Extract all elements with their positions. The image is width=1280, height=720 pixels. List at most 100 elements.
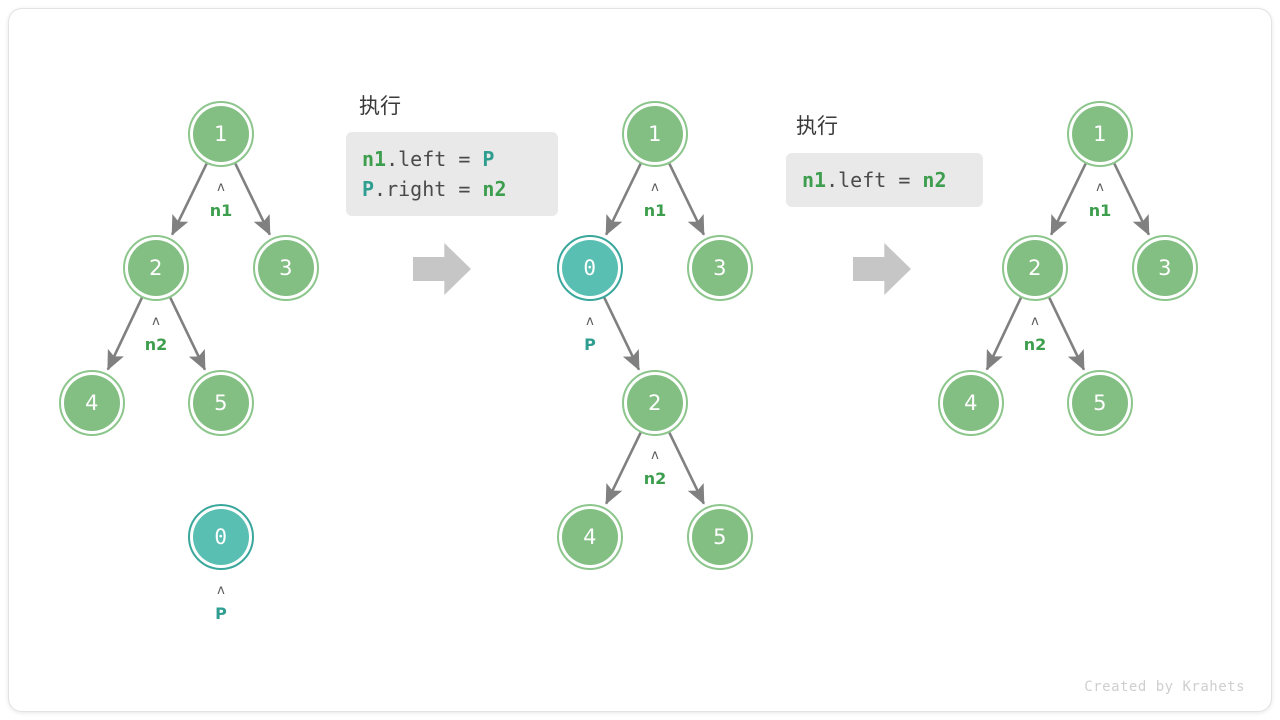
- code-token: n1: [362, 147, 387, 171]
- code-line: n1.left = P: [362, 144, 542, 174]
- transition-arrow-2: [853, 243, 911, 295]
- pointer-caret-icon: ʌ: [1096, 180, 1104, 195]
- node-ring: [622, 370, 688, 436]
- edges-layer: [106, 162, 1151, 505]
- tree-edge: [604, 431, 643, 505]
- node-ring: [938, 370, 1004, 436]
- n-1-lr: 5: [188, 370, 254, 436]
- node-disc: [1072, 375, 1128, 431]
- node-disc: [562, 509, 618, 565]
- pointer-caret-icon: ʌ: [217, 583, 225, 598]
- n-1-r: 3: [253, 235, 319, 301]
- node-disc: [193, 375, 249, 431]
- node-ring: [557, 504, 623, 570]
- node-disc: [1007, 240, 1063, 296]
- code-token: .left =: [386, 147, 483, 171]
- node-value: 5: [713, 524, 727, 549]
- n-1-loose: 0: [188, 504, 254, 570]
- code-token: P: [482, 147, 495, 171]
- pointer-label-n2: n2: [643, 469, 667, 488]
- node-ring: [687, 504, 753, 570]
- node-value: 5: [214, 390, 228, 415]
- code-token: n2: [482, 177, 507, 201]
- pointer-caret-icon: ʌ: [1031, 314, 1039, 329]
- node-ring: [1067, 370, 1133, 436]
- node-ring: [557, 235, 623, 301]
- n-1-l: 2: [123, 235, 189, 301]
- step-caption: 执行: [796, 114, 838, 138]
- pointer-caret-icon: ʌ: [586, 314, 594, 329]
- n-2-lr: 2: [622, 370, 688, 436]
- tree-edge: [985, 296, 1023, 371]
- node-ring: [1067, 101, 1133, 167]
- node-ring: [59, 370, 125, 436]
- node-value: 3: [279, 255, 293, 280]
- n-3-root: 1: [1067, 101, 1133, 167]
- tree-edge: [1047, 296, 1086, 371]
- n-3-lr: 5: [1067, 370, 1133, 436]
- node-value: 1: [648, 121, 662, 146]
- tree-edge: [1049, 162, 1088, 236]
- pointer-caret-icon: ʌ: [152, 314, 160, 329]
- node-value: 2: [648, 390, 662, 415]
- tree-edge: [106, 296, 144, 371]
- node-value: 5: [1093, 390, 1107, 415]
- node-value: 4: [583, 524, 597, 549]
- pointer-label-n2: n2: [144, 335, 168, 354]
- n-2-r: 3: [687, 235, 753, 301]
- node-disc: [627, 375, 683, 431]
- node-disc: [1072, 106, 1128, 162]
- n-2-lrl: 4: [557, 504, 623, 570]
- credit-text: Created by Krahets: [1084, 679, 1245, 695]
- node-ring: [1002, 235, 1068, 301]
- node-disc: [128, 240, 184, 296]
- tree-edge: [1112, 162, 1151, 236]
- node-disc: [627, 106, 683, 162]
- code-line: n1.left = n2: [802, 165, 967, 195]
- n-2-root: 1: [622, 101, 688, 167]
- pointer-label-n2: n2: [1023, 335, 1047, 354]
- node-disc: [1137, 240, 1193, 296]
- n-3-l: 2: [1002, 235, 1068, 301]
- code-token: P: [362, 177, 375, 201]
- node-ring: [188, 504, 254, 570]
- node-ring: [1132, 235, 1198, 301]
- tree-edge: [604, 162, 643, 236]
- node-disc: [943, 375, 999, 431]
- node-value: 1: [214, 121, 228, 146]
- tree-edge: [233, 162, 272, 236]
- tree-edge: [667, 431, 706, 505]
- pointer-caret-icon: ʌ: [651, 180, 659, 195]
- node-disc: [562, 240, 618, 296]
- node-value: 4: [85, 390, 99, 415]
- node-disc: [692, 240, 748, 296]
- code-token: .right =: [374, 177, 483, 201]
- pointer-label-n1: n1: [209, 201, 233, 220]
- tree-edge: [168, 296, 207, 371]
- node-ring: [123, 235, 189, 301]
- pointer-caret-icon: ʌ: [651, 448, 659, 463]
- node-value: 0: [214, 524, 228, 549]
- n-1-root: 1: [188, 101, 254, 167]
- pointer-label-p: P: [584, 335, 596, 354]
- code-token: n1: [802, 168, 827, 192]
- node-disc: [64, 375, 120, 431]
- tree-edge: [602, 296, 641, 371]
- node-ring: [622, 101, 688, 167]
- node-ring: [253, 235, 319, 301]
- node-value: 3: [713, 255, 727, 280]
- pointer-label-n1: n1: [643, 201, 667, 220]
- n-2-lrr: 5: [687, 504, 753, 570]
- node-ring: [188, 370, 254, 436]
- node-value: 0: [583, 255, 597, 280]
- node-value: 2: [1028, 255, 1042, 280]
- n-3-ll: 4: [938, 370, 1004, 436]
- node-disc: [193, 509, 249, 565]
- n-2-l: 0: [557, 235, 623, 301]
- pointer-label-p: P: [215, 604, 227, 623]
- code-token: .left =: [826, 168, 923, 192]
- n-3-r: 3: [1132, 235, 1198, 301]
